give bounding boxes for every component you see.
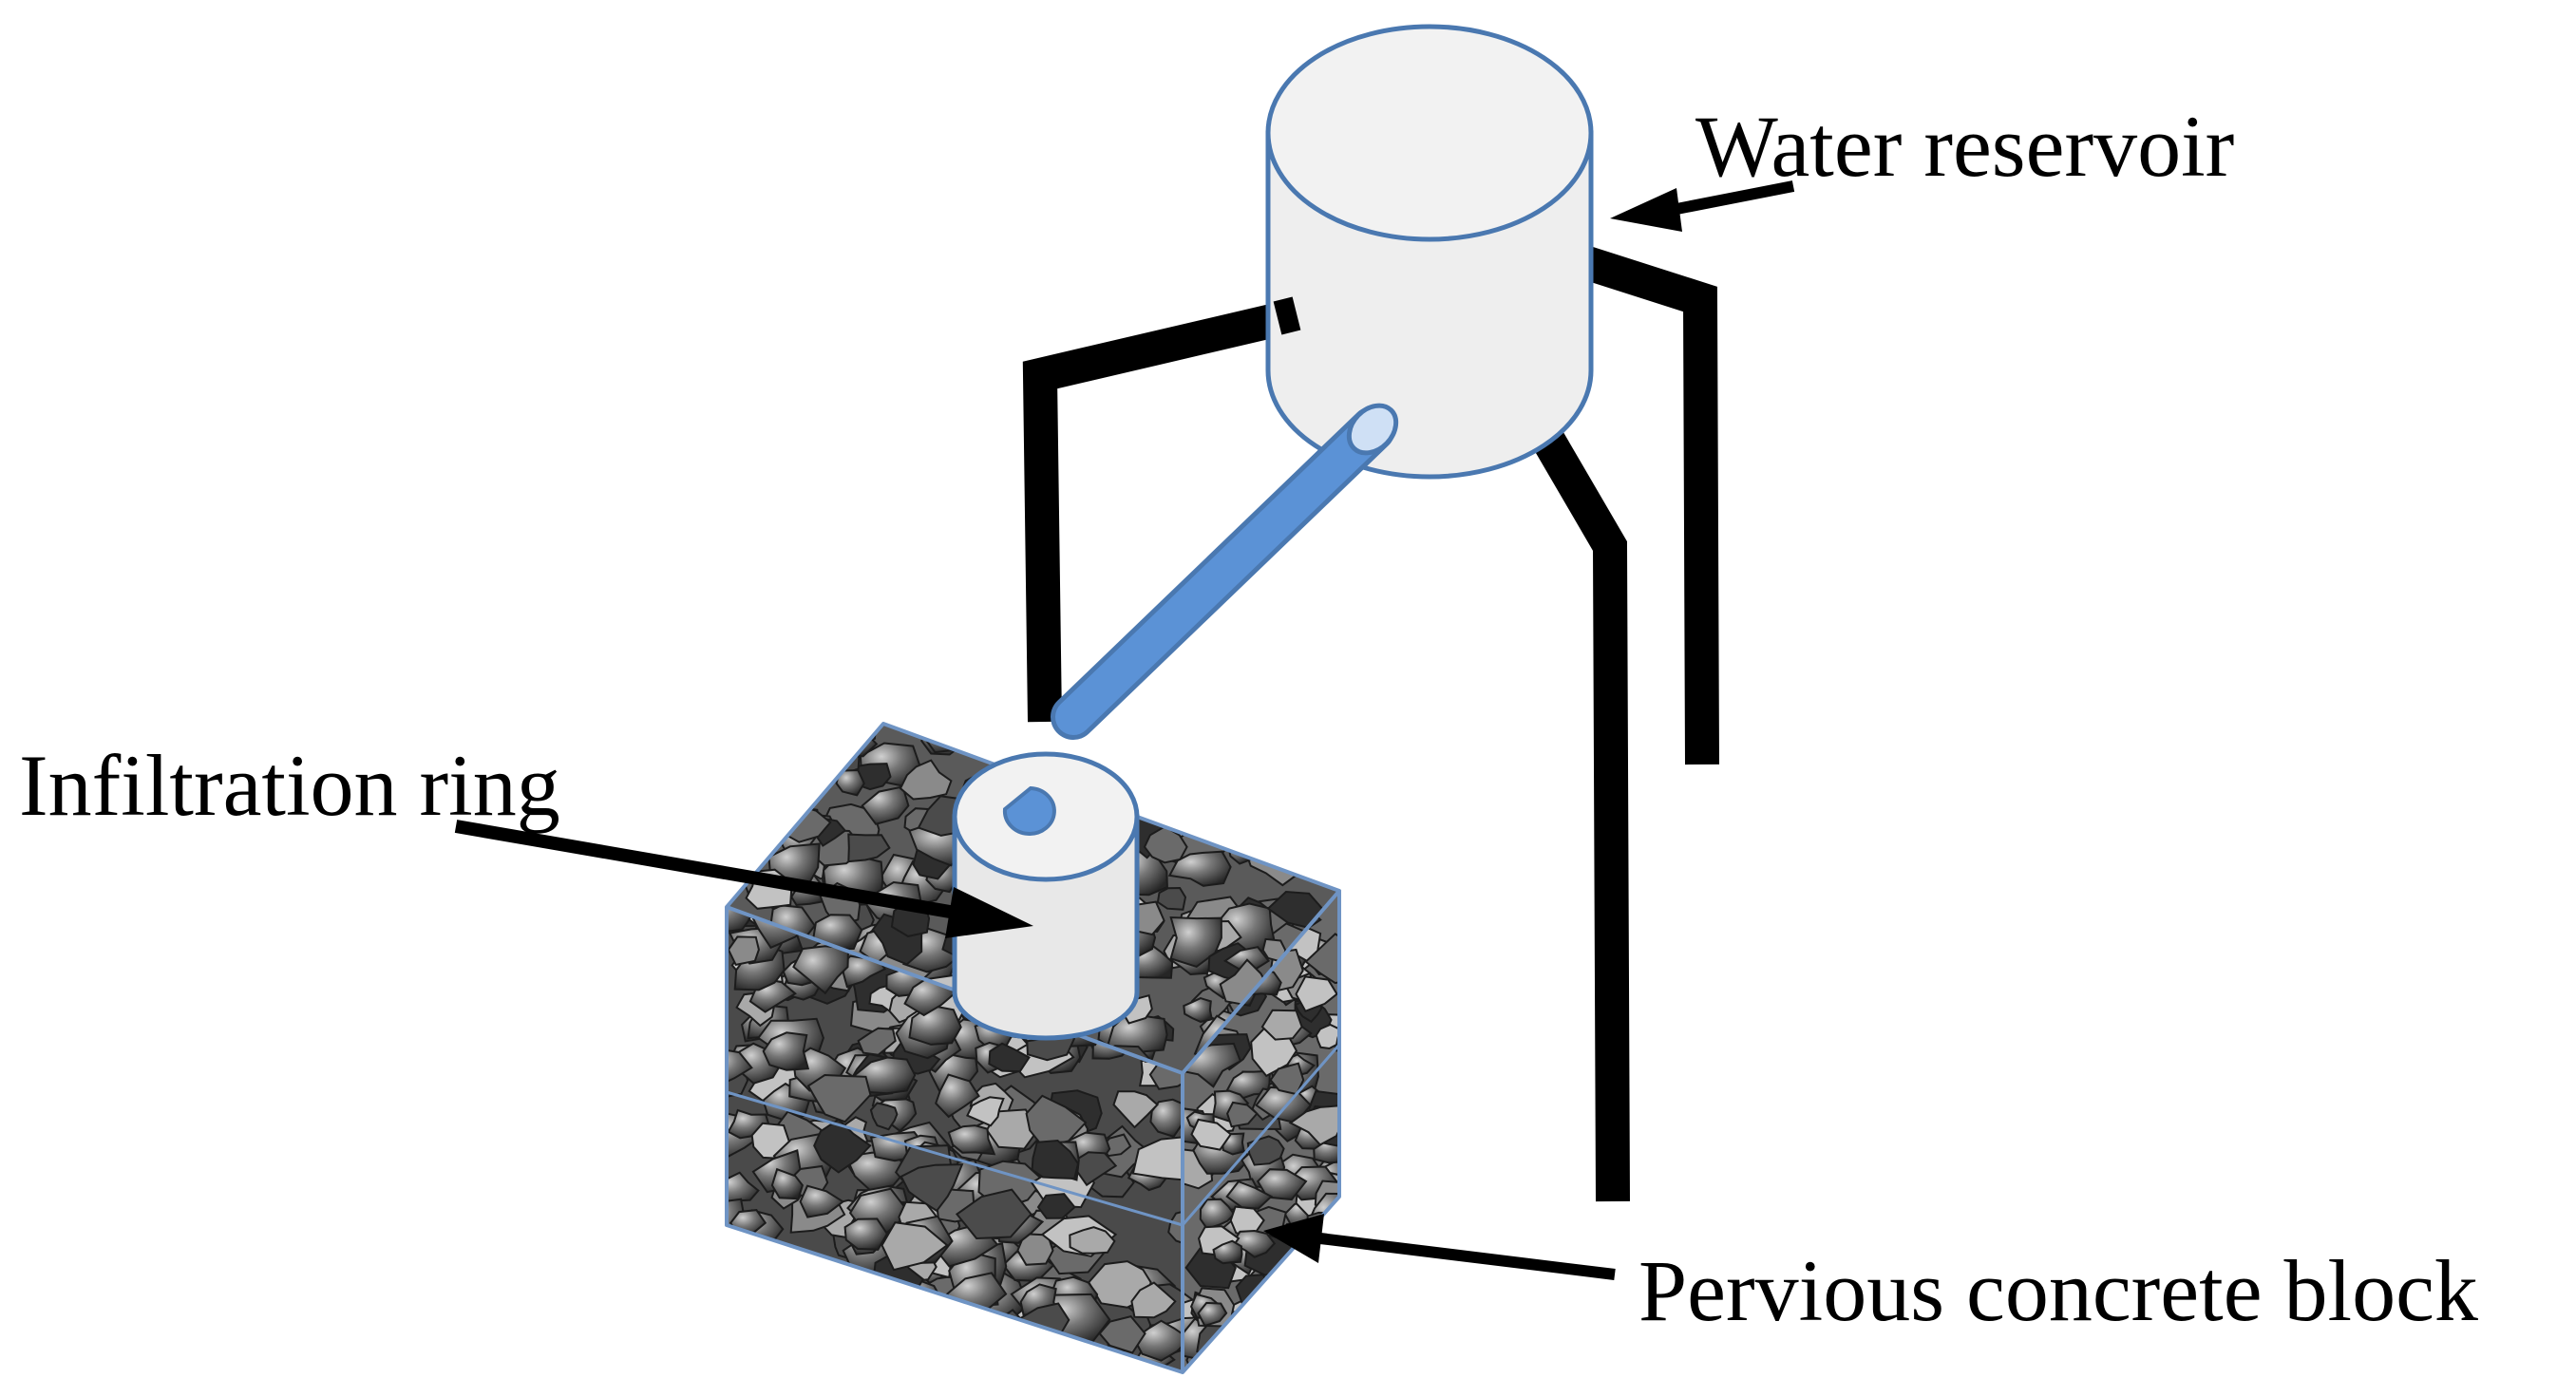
water-reservoir xyxy=(1265,24,1594,480)
label-infiltration-ring: Infiltration ring xyxy=(19,737,560,834)
infiltration-ring xyxy=(952,751,1140,1041)
label-pervious-concrete-block: Pervious concrete block xyxy=(1638,1242,2478,1339)
water-drop-icon xyxy=(1002,785,1056,836)
right-back-leg xyxy=(1576,244,1719,765)
label-water-reservoir: Water reservoir xyxy=(1695,98,2234,195)
supply-tube xyxy=(1051,403,1399,740)
left-leg xyxy=(1022,299,1297,723)
left-leg-connector xyxy=(1273,296,1301,335)
pointer-arrows xyxy=(454,180,1795,1280)
right-front-leg xyxy=(1495,366,1630,1202)
